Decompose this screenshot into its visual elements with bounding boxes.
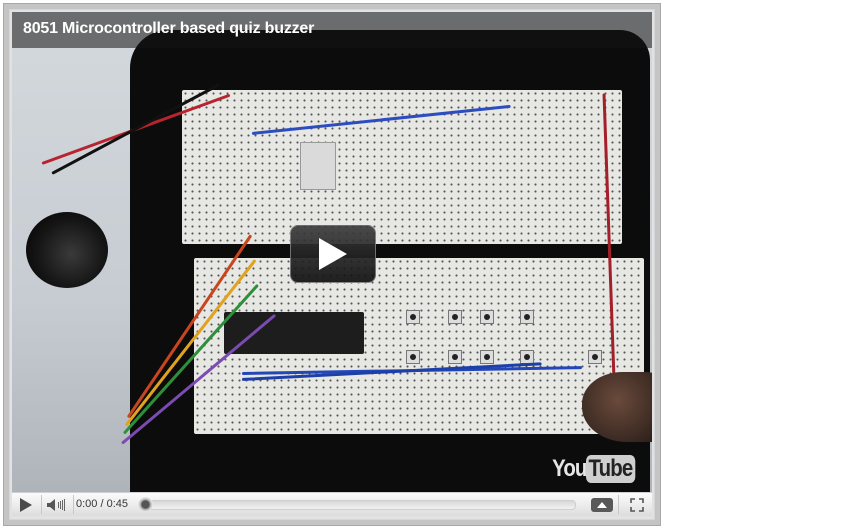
video-pushbutton xyxy=(480,350,494,364)
video-title[interactable]: 8051 Microcontroller based quiz buzzer xyxy=(23,20,315,37)
video-pushbutton xyxy=(448,350,462,364)
video-pushbutton xyxy=(448,310,462,324)
video-pushbutton xyxy=(588,350,602,364)
progress-scrubber[interactable] xyxy=(138,497,153,512)
speaker-icon xyxy=(47,498,65,511)
youtube-logo-you: You xyxy=(551,455,587,482)
control-bar: 0:00 / 0:45 xyxy=(12,492,652,516)
video-seven-segment-display xyxy=(300,142,336,190)
video-pushbutton xyxy=(480,310,494,324)
big-play-button[interactable] xyxy=(290,225,376,283)
video-breadboard-top xyxy=(182,90,622,244)
control-divider xyxy=(73,495,74,514)
video-pushbutton xyxy=(406,350,420,364)
chevron-up-icon xyxy=(591,497,613,512)
control-divider xyxy=(41,495,42,514)
volume-button[interactable] xyxy=(42,493,72,516)
play-button[interactable] xyxy=(12,493,40,516)
time-display: 0:00 / 0:45 xyxy=(76,498,128,510)
control-divider xyxy=(618,495,619,514)
youtube-logo-tube: Tube xyxy=(586,455,636,483)
play-icon xyxy=(20,497,32,512)
video-pushbutton xyxy=(520,310,534,324)
video-microcontroller-chip xyxy=(224,312,364,354)
play-icon xyxy=(319,238,347,270)
more-options-button[interactable] xyxy=(590,493,614,516)
video-area[interactable]: 8051 Microcontroller based quiz buzzer Y… xyxy=(12,12,652,492)
video-buzzer xyxy=(26,212,108,288)
video-pushbutton xyxy=(406,310,420,324)
youtube-logo[interactable]: You Tube xyxy=(546,454,644,484)
video-finger xyxy=(582,372,652,442)
title-bar: 8051 Microcontroller based quiz buzzer xyxy=(12,12,652,48)
progress-bar[interactable] xyxy=(148,500,576,510)
fullscreen-icon xyxy=(630,497,644,512)
fullscreen-button[interactable] xyxy=(624,493,650,516)
